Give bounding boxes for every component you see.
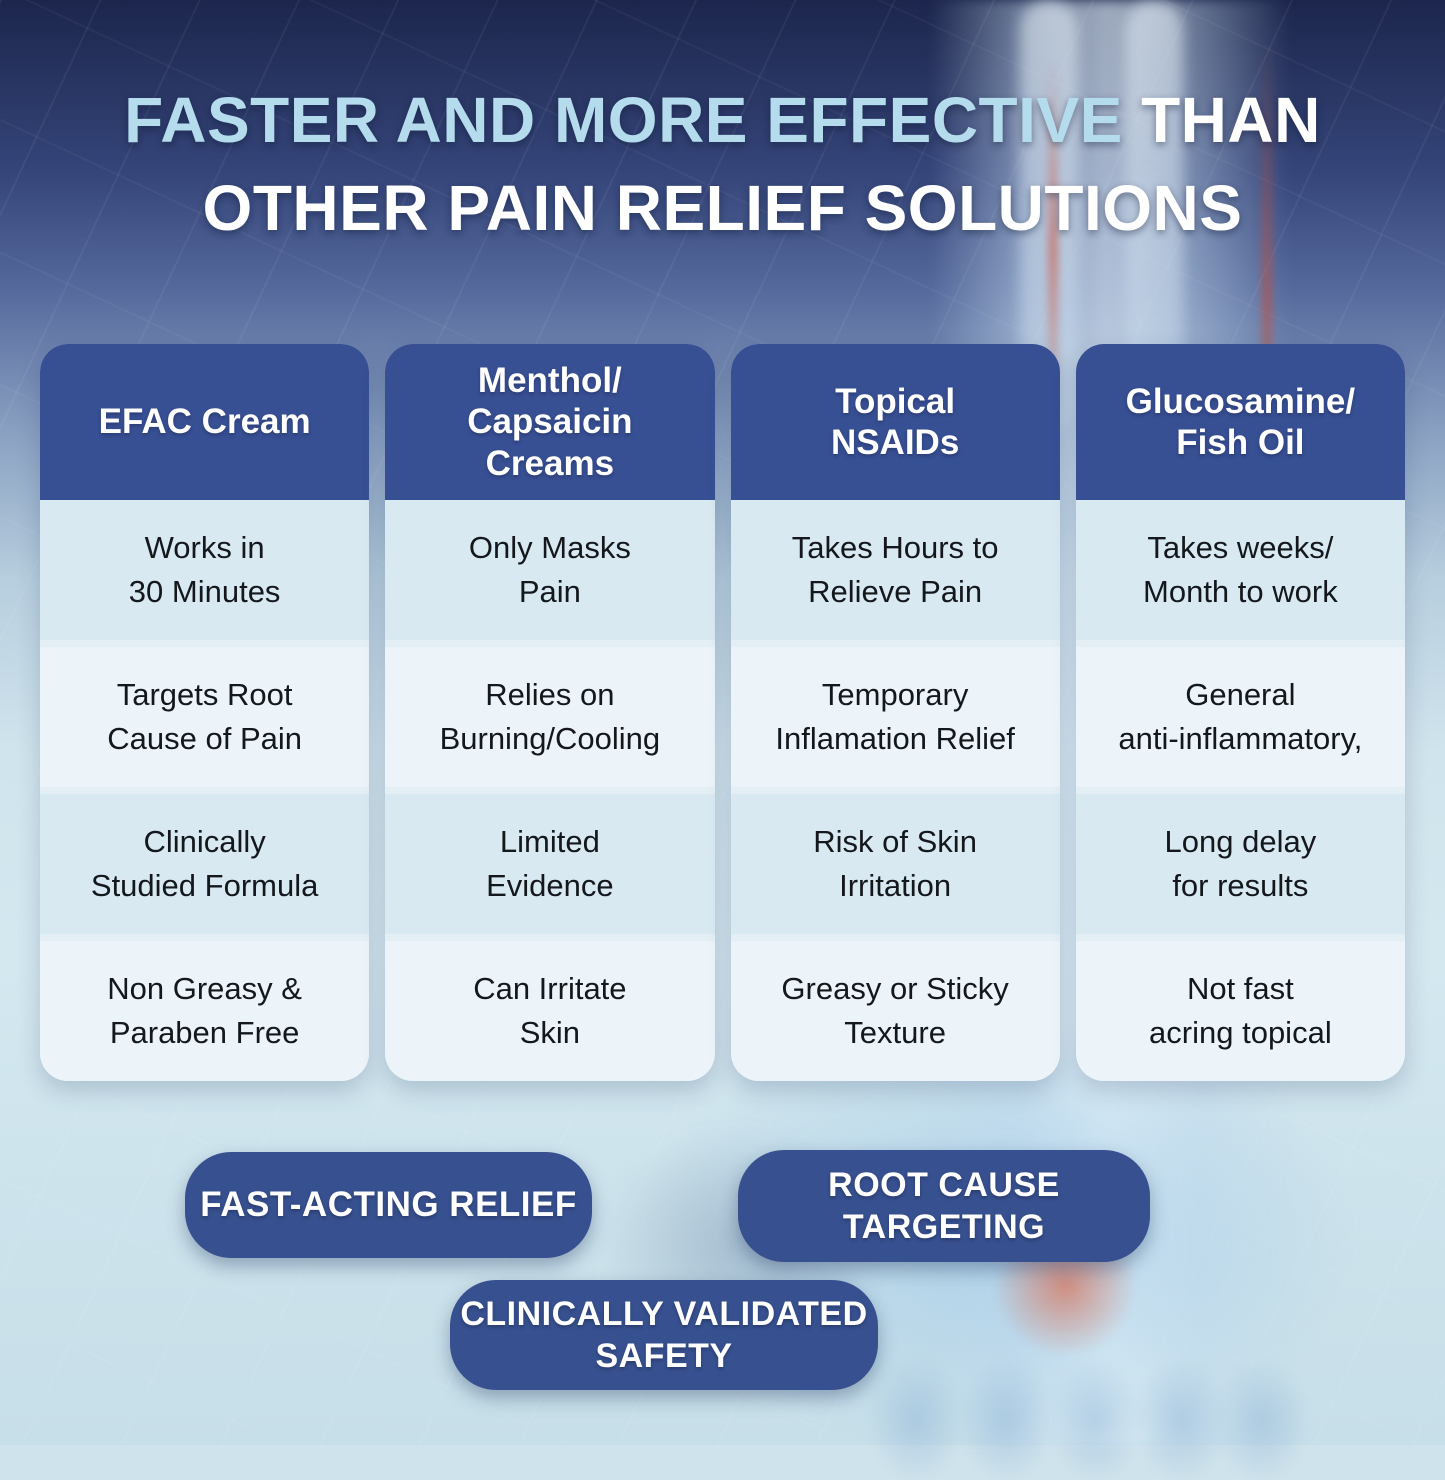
table-cell: Non Greasy & Paraben Free [40,941,370,1081]
table-cell: Can Irritate Skin [385,941,715,1081]
row-separator [1075,934,1405,941]
title-highlight-text: FASTER AND MORE EFFECTIVE [124,84,1123,156]
xray-toe-bone [1050,1360,1142,1480]
badge-fast-acting-relief: FAST-ACTING RELIEF [185,1152,592,1258]
table-cell: Not fast acring topical [1075,941,1405,1081]
row-separator [1075,640,1405,647]
title-line-1: FASTER AND MORE EFFECTIVE THAN [0,76,1445,164]
xray-toe-bone [1135,1360,1227,1480]
table-cell: Clinically Studied Formula [40,794,370,934]
table-cell: Temporary Inflamation Relief [730,647,1060,787]
table-cell: Works in 30 Minutes [40,500,370,640]
table-cell: Relies on Burning/Cooling [385,647,715,787]
column-menthol-capsaicin: Menthol/ Capsaicin Creams Only Masks Pai… [385,344,715,1081]
column-header: Menthol/ Capsaicin Creams [385,344,715,500]
column-header: Topical NSAIDs [730,344,1060,500]
row-separator [385,934,715,941]
table-cell: Targets Root Cause of Pain [40,647,370,787]
title-line-2: OTHER PAIN RELIEF SOLUTIONS [202,172,1243,244]
table-cell: Limited Evidence [385,794,715,934]
row-separator [730,787,1060,794]
badge-root-cause-targeting: ROOT CAUSE TARGETING [738,1150,1150,1262]
title-rest-text: THAN [1122,84,1321,156]
column-glucosamine-fish-oil: Glucosamine/ Fish Oil Takes weeks/ Month… [1075,344,1405,1081]
pain-red-streak [1262,40,1272,560]
table-cell: Greasy or Sticky Texture [730,941,1060,1081]
row-separator [730,640,1060,647]
table-cell: Only Masks Pain [385,500,715,640]
xray-toe-bone [870,1360,962,1480]
table-cell: Risk of Skin Irritation [730,794,1060,934]
xray-toe-bone [960,1360,1052,1480]
column-efac-cream: EFAC Cream Works in 30 Minutes Targets R… [40,344,370,1081]
column-header: Glucosamine/ Fish Oil [1075,344,1405,500]
badge-clinically-validated-safety: CLINICALLY VALIDATED SAFETY [450,1280,878,1390]
column-header: EFAC Cream [40,344,370,500]
row-separator [385,787,715,794]
row-separator [40,934,370,941]
column-topical-nsaids: Topical NSAIDs Takes Hours to Relieve Pa… [730,344,1060,1081]
row-separator [1075,787,1405,794]
comparison-table: EFAC Cream Works in 30 Minutes Targets R… [40,344,1405,1081]
row-separator [40,640,370,647]
row-separator [385,640,715,647]
table-cell: General anti-inflammatory, [1075,647,1405,787]
xray-toe-bone [1215,1360,1307,1480]
row-separator [730,934,1060,941]
table-cell: Long delay for results [1075,794,1405,934]
page-title: FASTER AND MORE EFFECTIVE THAN OTHER PAI… [0,76,1445,252]
table-cell: Takes weeks/ Month to work [1075,500,1405,640]
pain-red-streak [1048,60,1058,440]
row-separator [40,787,370,794]
table-cell: Takes Hours to Relieve Pain [730,500,1060,640]
